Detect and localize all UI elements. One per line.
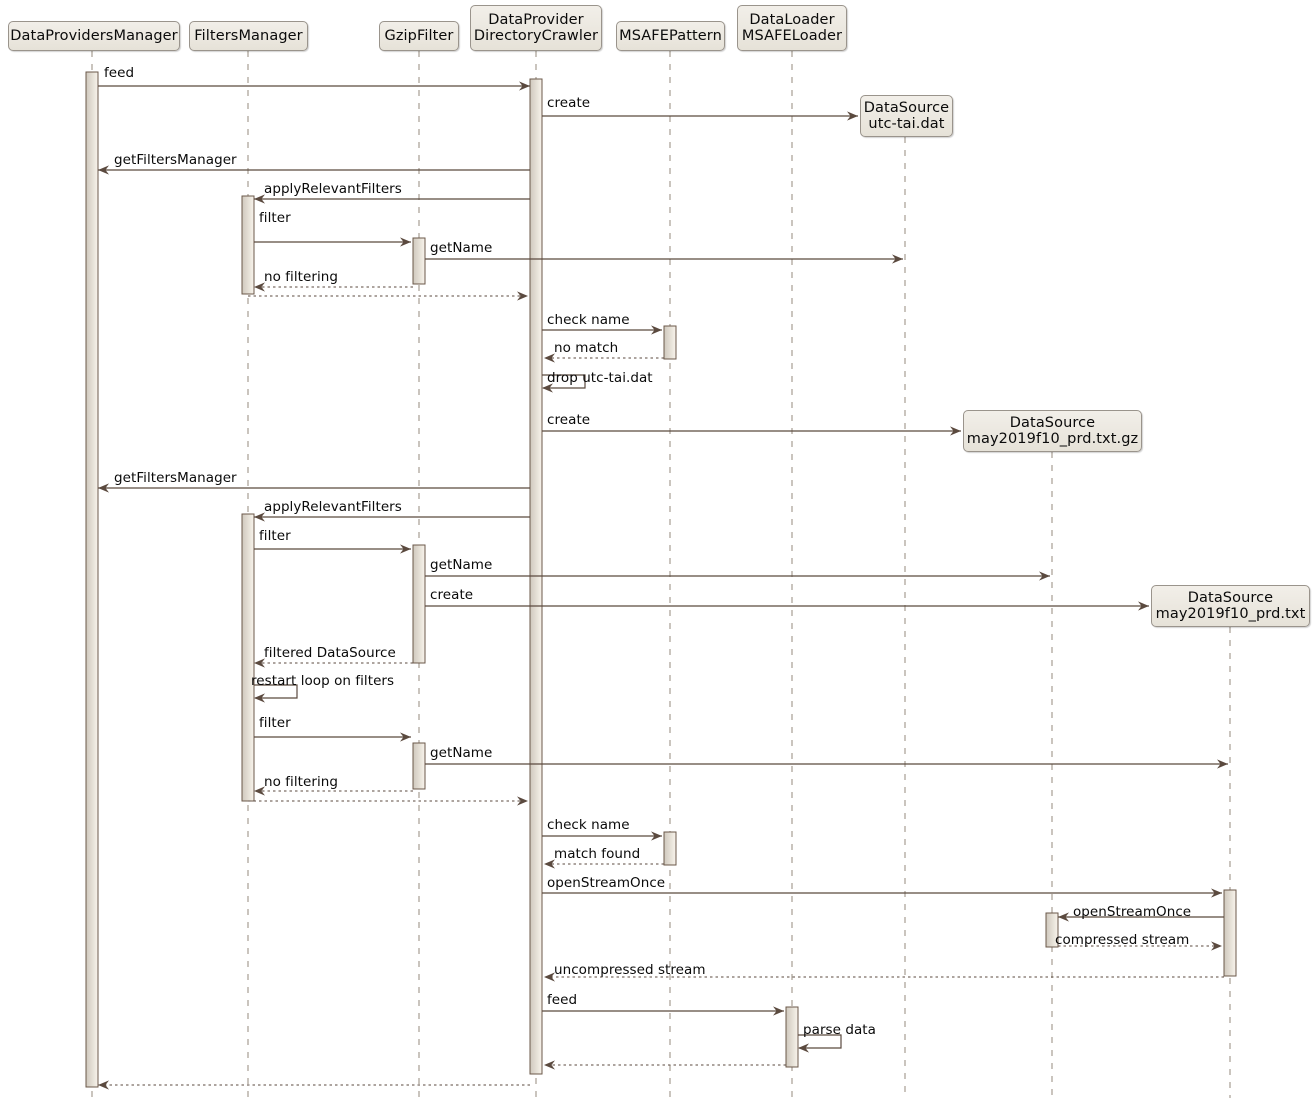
arrow-head [651, 325, 662, 335]
message-label-m24: check name [547, 817, 630, 833]
arrow-head [1058, 912, 1069, 922]
participant-box-dpm[interactable]: DataProvidersManager [8, 21, 180, 51]
arrow-head [892, 254, 903, 264]
arrow-head [544, 353, 555, 363]
arrow-head [400, 544, 411, 554]
message-label-m29: uncompressed stream [554, 962, 706, 978]
participant-box-fm[interactable]: FiltersManager [189, 21, 308, 51]
activation-bar-gzip [412, 742, 426, 790]
participant-box-msafep[interactable]: MSAFEPattern [616, 21, 725, 51]
activation-bar-fm [241, 195, 255, 295]
message-label-m10: no match [554, 340, 619, 356]
activation-bar-msafep [663, 325, 677, 360]
message-label-m28: compressed stream [1055, 932, 1190, 948]
message-label-m14: applyRelevantFilters [264, 499, 402, 515]
arrow-head [254, 282, 265, 292]
arrow-head [254, 194, 265, 204]
message-label-m27: openStreamOnce [1073, 904, 1192, 920]
message-label-m09: check name [547, 312, 630, 328]
arrow-head [544, 972, 555, 982]
participant-box-dlml[interactable]: DataLoader MSAFELoader [737, 5, 847, 51]
message-label-m02: create [547, 95, 591, 111]
messages-group [98, 81, 1228, 1090]
activation-bar-fm [241, 513, 255, 802]
activation-bar-gzip [412, 544, 426, 664]
arrow-head [400, 237, 411, 247]
arrow-head [798, 1043, 809, 1053]
message-label-m17: create [430, 587, 474, 603]
arrow-head [542, 383, 553, 393]
message-label-m20: filter [259, 715, 291, 731]
message-label-m18: filtered DataSource [264, 645, 396, 661]
arrow-head [950, 426, 961, 436]
activation-bar-dpm [85, 71, 99, 1088]
self-message-m11 [542, 374, 586, 389]
message-label-m06: getName [430, 240, 493, 256]
message-label-m15: filter [259, 528, 291, 544]
activation-bar-gzip [412, 237, 426, 285]
arrow-head [1217, 759, 1228, 769]
message-label-m26: openStreamOnce [547, 875, 666, 891]
activation-bar-dlml [1045, 912, 1059, 948]
arrow-head [773, 1006, 784, 1016]
message-label-m30: feed [547, 992, 578, 1008]
arrow-head [651, 831, 662, 841]
arrow-head [254, 786, 265, 796]
message-label-m31: parse data [803, 1022, 876, 1038]
message-label-m12: create [547, 412, 591, 428]
message-label-m11: drop utc-tai.dat [547, 370, 653, 386]
arrow-head [254, 658, 265, 668]
message-label-m19: restart loop on filters [251, 673, 395, 689]
message-label-m16: getName [430, 557, 493, 573]
message-label-m07: no filtering [264, 269, 338, 285]
participant-box-ds1[interactable]: DataSource utc-tai.dat [860, 95, 953, 137]
arrow-head [400, 732, 411, 742]
arrow-head [98, 1080, 109, 1090]
activation-bar-msafep [663, 831, 677, 866]
message-label-m22: no filtering [264, 774, 338, 790]
arrow-head [544, 859, 555, 869]
arrow-head [1211, 941, 1222, 951]
arrow-head [254, 512, 265, 522]
arrow-head [517, 291, 528, 301]
self-message-m19 [254, 684, 298, 699]
arrow-head [1039, 571, 1050, 581]
arrow-head [98, 483, 109, 493]
arrow-head [1138, 601, 1149, 611]
participant-box-ds3[interactable]: DataSource may2019f10_prd.txt [1151, 585, 1310, 627]
message-label-m13: getFiltersManager [114, 470, 237, 486]
participant-box-gzip[interactable]: GzipFilter [379, 21, 459, 51]
message-label-m03: getFiltersManager [114, 152, 237, 168]
participant-box-dpdc[interactable]: DataProvider DirectoryCrawler [470, 5, 602, 51]
message-label-m01: feed [104, 65, 135, 81]
arrow-head [1211, 888, 1222, 898]
arrow-head [517, 796, 528, 806]
message-label-m04: applyRelevantFilters [264, 181, 402, 197]
self-message-m31 [798, 1034, 842, 1049]
arrow-head [519, 81, 530, 91]
activation-bar-ds3 [1223, 889, 1237, 977]
participant-box-ds2[interactable]: DataSource may2019f10_prd.txt.gz [963, 410, 1142, 452]
arrow-head [254, 693, 265, 703]
message-label-m05: filter [259, 210, 291, 226]
activation-bar-msafep [785, 1006, 799, 1068]
message-label-m21: getName [430, 745, 493, 761]
arrow-head [544, 1060, 555, 1070]
message-label-m25: match found [554, 846, 641, 862]
arrow-head [98, 165, 109, 175]
arrow-head [847, 111, 858, 121]
